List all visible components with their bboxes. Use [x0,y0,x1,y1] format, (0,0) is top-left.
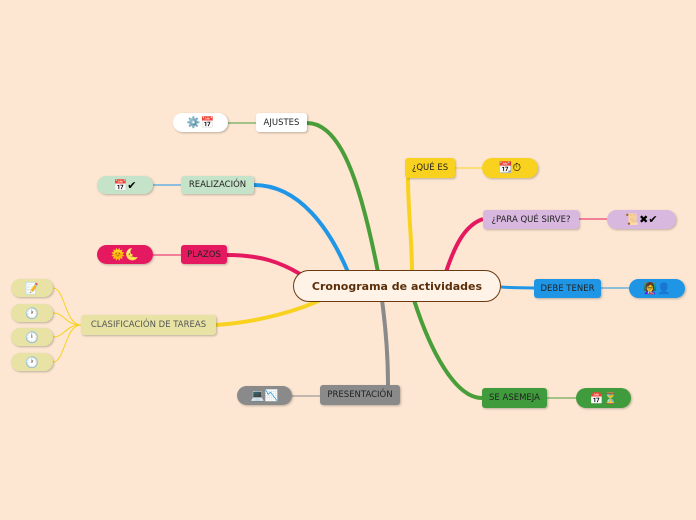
laptop-chart-icon: 💻📉 [250,389,279,402]
topic-para-que-sirve[interactable]: ¿PARA QUÉ SIRVE? [483,210,579,229]
clock-icon: 🕛 [25,330,39,344]
calendar-check-icon: 📅✔ [113,178,137,192]
realizacion-icons[interactable]: 📅✔ [97,176,153,194]
scroll-cross-check-icon: 📜✖✔ [625,213,658,226]
clock-icon: 🕐 [25,355,39,369]
se-asemeja-icons[interactable]: 📅⏳ [576,388,631,408]
presentacion-icons[interactable]: 💻📉 [237,386,292,405]
calendar-stopwatch-icon: 📆⏱ [498,161,522,174]
gear-calendar-icon: ⚙️📅 [186,116,215,129]
clock-icon: 🕐 [25,306,39,320]
topic-debe-tener[interactable]: DEBE TENER [534,279,601,298]
topic-se-asemeja[interactable]: SE ASEMEJA [482,388,547,408]
sun-moon-icon: 🌞🌜 [111,248,139,261]
leaf-clock-1[interactable]: 🕐 [11,304,53,322]
topic-que-es[interactable]: ¿QUÉ ES [405,158,455,178]
para-que-icons[interactable]: 📜✖✔ [607,210,676,229]
topic-ajustes[interactable]: AJUSTES [256,113,307,132]
topic-realizacion[interactable]: REALIZACIÓN [181,176,254,194]
topic-clasificacion[interactable]: CLASIFICACIÓN DE TAREAS [81,315,216,335]
debe-tener-icons[interactable]: 👩‍🏫👤 [629,279,685,298]
memo-icon: 📝 [25,281,39,295]
teacher-user-icon: 👩‍🏫👤 [643,282,671,295]
que-es-icons[interactable]: 📆⏱ [482,158,538,178]
topic-plazos[interactable]: PLAZOS [181,245,227,264]
leaf-clock-3[interactable]: 🕐 [11,353,53,371]
leaf-memo[interactable]: 📝 [11,279,53,297]
plazos-icons[interactable]: 🌞🌜 [97,245,153,264]
topic-presentacion[interactable]: PRESENTACIÓN [320,385,400,405]
ajustes-icons[interactable]: ⚙️📅 [173,113,228,132]
calendar-hourglass-icon: 📅⏳ [589,391,618,405]
leaf-clock-2[interactable]: 🕛 [11,328,53,346]
central-topic[interactable]: Cronograma de actividades [293,270,501,302]
